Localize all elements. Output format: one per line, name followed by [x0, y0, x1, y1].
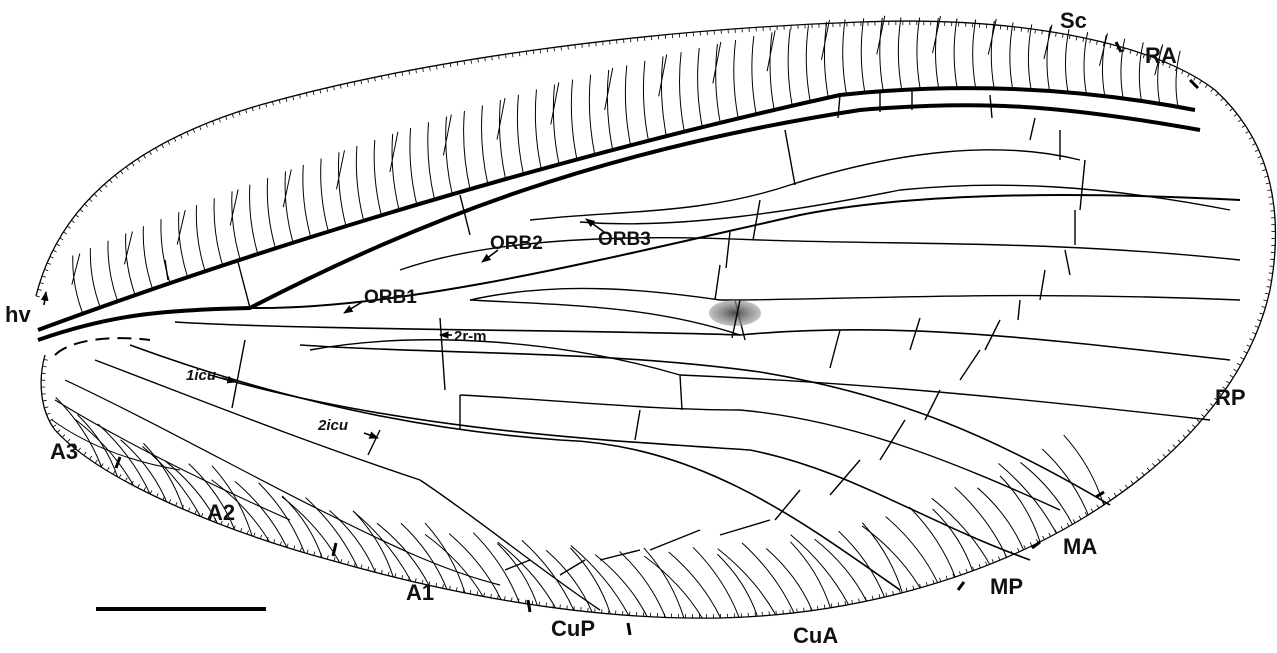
label-a2: A2 — [207, 500, 235, 525]
label-hv: hv — [5, 302, 31, 327]
label-orb1: ORB1 — [364, 287, 417, 308]
vein-ra — [38, 105, 1200, 340]
label-mp: MP — [990, 574, 1023, 599]
label-2r-m: 2r-m — [454, 328, 487, 345]
label-2icu: 2icu — [317, 417, 348, 434]
vein-rp2 — [175, 322, 1230, 360]
label-cup: CuP — [551, 616, 595, 641]
marginal-setae — [36, 21, 1275, 618]
label-cua: CuA — [793, 623, 838, 648]
label-sc: Sc — [1060, 8, 1087, 33]
vein-sc — [38, 88, 1195, 330]
vein-cua — [130, 345, 900, 590]
wing-outline — [36, 21, 1275, 618]
vein-mp — [210, 375, 1030, 560]
vein-a1 — [65, 380, 500, 585]
label-1icu: 1icu — [186, 367, 216, 384]
label-rp: RP — [1215, 385, 1246, 410]
label-orb3: ORB3 — [598, 229, 651, 250]
vein-cup — [95, 360, 600, 610]
boundary-marks — [116, 42, 1198, 635]
costal-crossveins — [72, 16, 1180, 314]
label-a3: A3 — [50, 439, 78, 464]
label-a1: A1 — [406, 580, 434, 605]
label-orb2: ORB2 — [490, 233, 543, 254]
label-ra: RA — [1145, 43, 1177, 68]
label-ma: MA — [1063, 534, 1097, 559]
